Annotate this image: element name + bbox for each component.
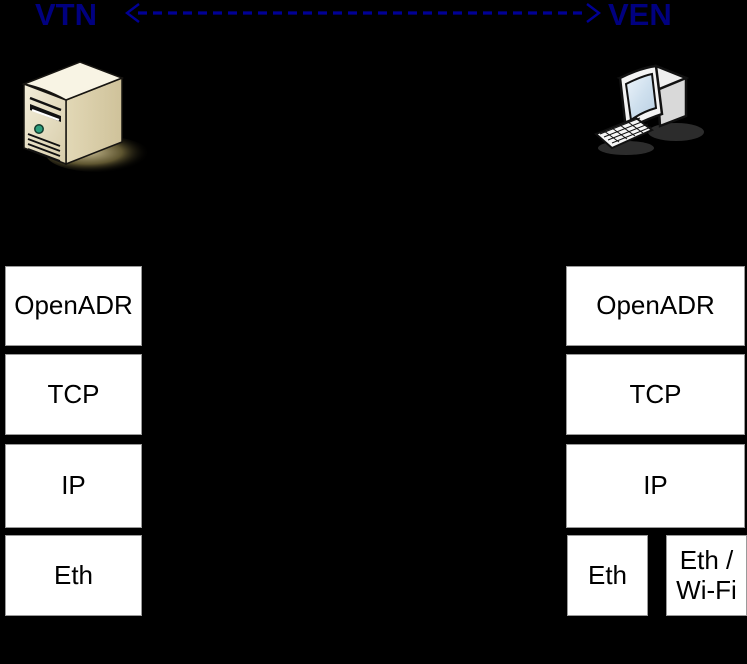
server-vent-line xyxy=(27,143,61,157)
vtn-layer-openadr: OpenADR xyxy=(5,266,142,346)
monitor-screen xyxy=(624,72,658,122)
keyboard xyxy=(594,116,654,150)
server-vent-line xyxy=(27,133,61,147)
vtn-layer-tcp: TCP xyxy=(5,354,142,435)
vtn-ven-dashed-arrow xyxy=(125,3,601,23)
ven-layer-ip: IP xyxy=(566,444,745,528)
monitor-shadow xyxy=(648,123,704,141)
vtn-layer-eth: Eth xyxy=(5,535,142,616)
ven-layer-tcp: TCP xyxy=(566,354,745,435)
ven-label: VEN xyxy=(608,0,672,32)
server-top-face xyxy=(21,61,125,101)
server-power-led xyxy=(34,124,44,134)
server-vent-line xyxy=(27,138,61,152)
server-icon xyxy=(21,61,150,172)
vtn-label: VTN xyxy=(35,0,97,32)
arrow-right-head xyxy=(586,3,601,23)
ven-layer-eth: Eth xyxy=(567,535,648,616)
server-drive-highlight xyxy=(31,109,60,121)
ven-layer-openadr: OpenADR xyxy=(566,266,745,346)
keyboard-keys xyxy=(599,117,652,144)
ven-layer-eth-wifi: Eth / Wi-Fi xyxy=(666,535,747,616)
server-vent-line xyxy=(27,148,61,162)
arrow-left-head xyxy=(125,3,140,23)
server-slot-line xyxy=(29,96,62,112)
vtn-layer-ip: IP xyxy=(5,444,142,528)
desktop-computer-icon xyxy=(594,64,704,155)
